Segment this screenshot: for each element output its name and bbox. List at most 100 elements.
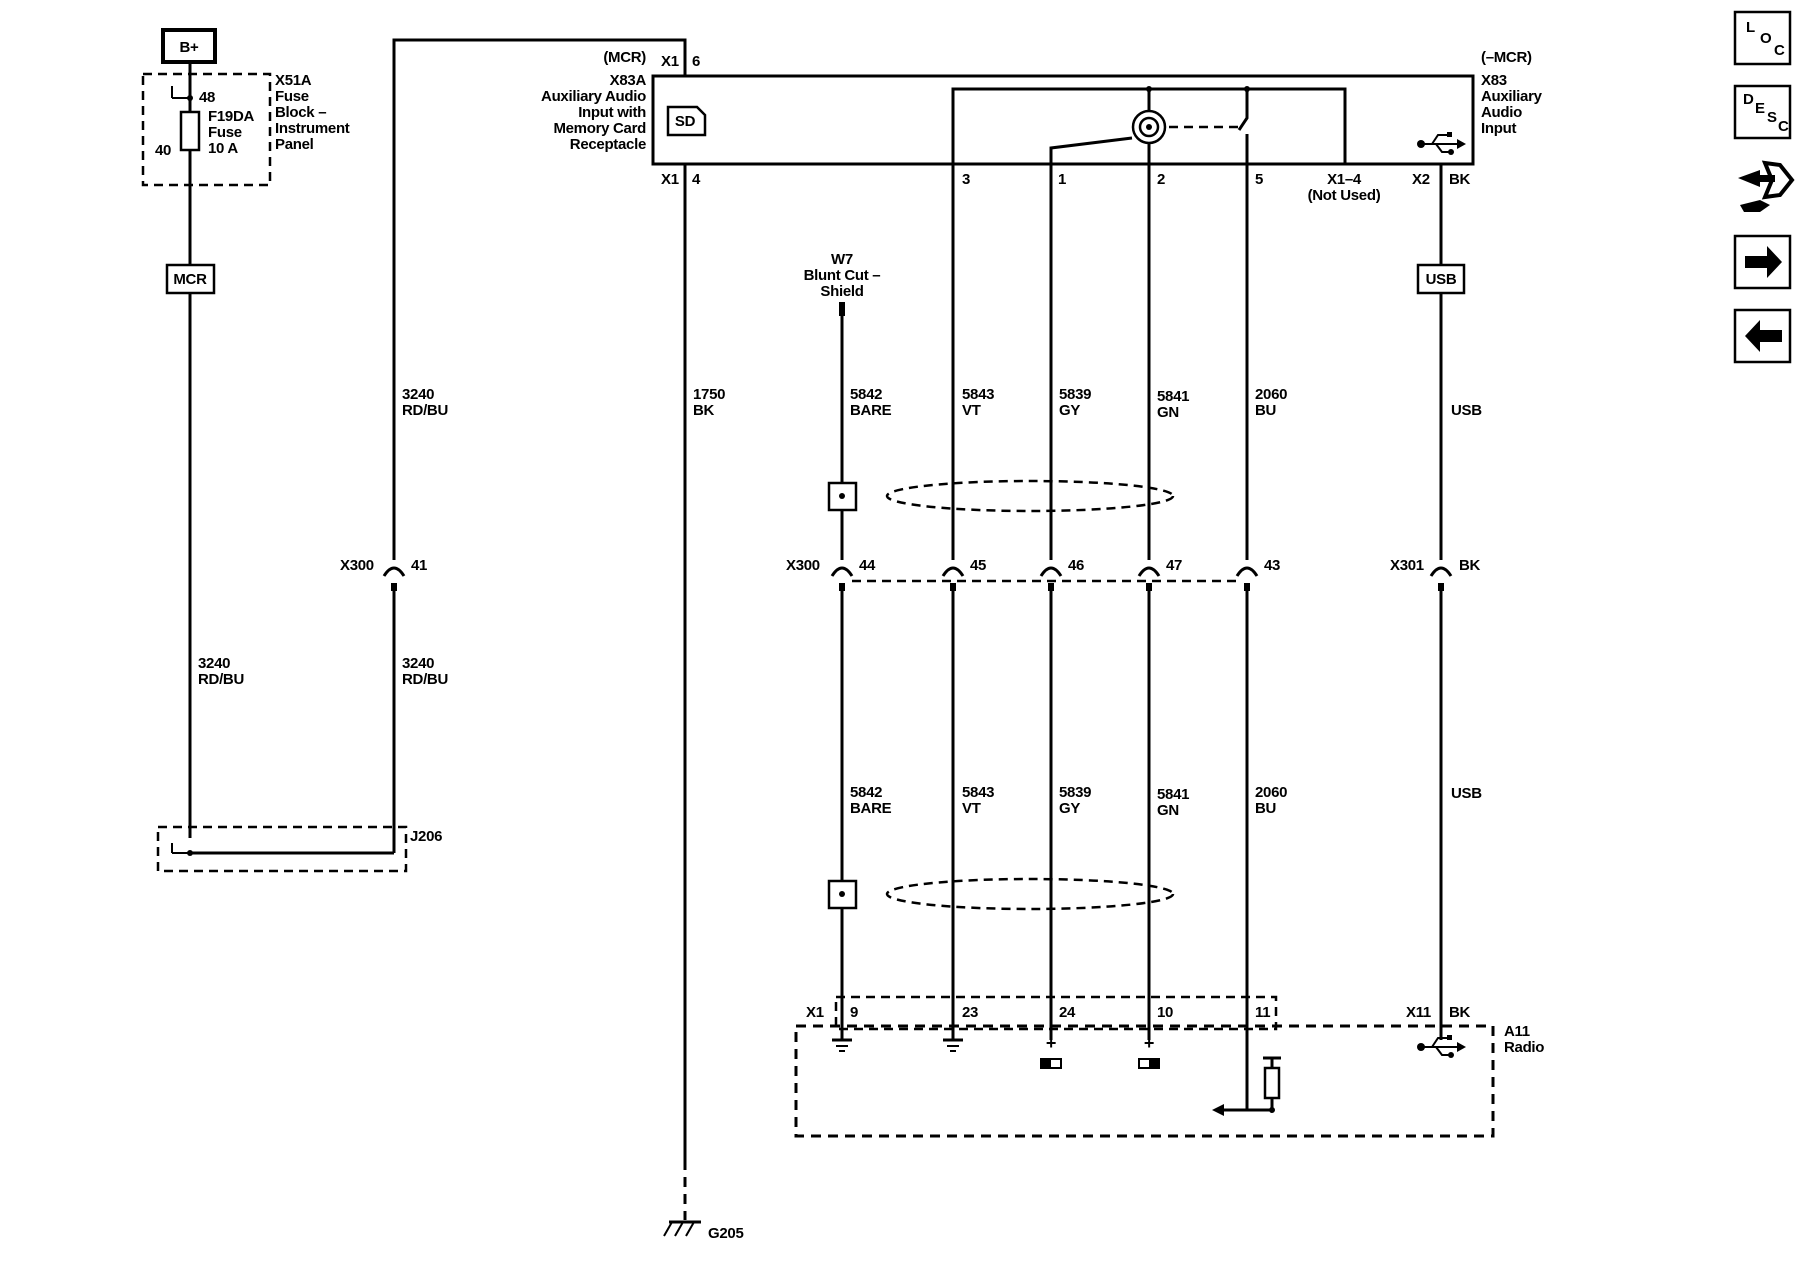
shield-w7: W7 Blunt Cut – Shield [804,251,881,316]
svg-text:Memory Card: Memory Card [553,120,646,137]
shield-ellipse-lower [827,877,1175,911]
connector-x301: X301 BK [1390,557,1481,591]
usb-wire-upper: USB [1451,402,1482,419]
svg-text:9: 9 [850,1004,858,1021]
svg-text:A11: A11 [1504,1023,1530,1040]
previous-page-button[interactable] [1733,308,1792,364]
svg-text:RD/BU: RD/BU [198,671,244,688]
svg-text:11: 11 [1255,1004,1270,1021]
svg-text:Fuse: Fuse [208,124,242,141]
svg-text:USB: USB [1426,271,1457,288]
x83-labels: (–MCR) X83 Auxiliary Audio Input 3 1 2 5… [962,49,1543,204]
svg-text:Block –: Block – [275,104,326,121]
svg-text:10 A: 10 A [208,140,238,157]
svg-text:+: + [1144,1033,1154,1053]
svg-text:C: C [1778,118,1789,135]
svg-text:1750: 1750 [693,386,725,403]
svg-text:VT: VT [962,800,981,817]
usb-icon-x83 [1417,132,1466,155]
svg-text:BK: BK [1449,1004,1471,1021]
usb-wire-lower: USB [1451,785,1482,802]
svg-text:23: 23 [962,1004,978,1021]
svg-text:3240: 3240 [198,655,230,672]
svg-text:F19DA: F19DA [208,108,254,125]
svg-text:GY: GY [1059,800,1080,817]
usb-option-tag: USB [1416,263,1466,295]
svg-text:J206: J206 [410,828,442,845]
svg-text:G205: G205 [708,1225,744,1242]
svg-text:X51A: X51A [275,72,312,89]
description-view-button[interactable]: D E S C [1733,84,1792,140]
svg-text:Instrument: Instrument [275,120,350,137]
x83-internal-circuit [951,86,1347,164]
svg-text:BARE: BARE [850,800,892,817]
svg-text:5: 5 [1255,171,1263,188]
svg-text:VT: VT [962,402,981,419]
svg-text:B+: B+ [180,39,200,56]
wire-3240-upper: 3240 RD/BU [402,386,448,419]
next-page-button[interactable] [1733,234,1792,290]
svg-text:Radio: Radio [1504,1039,1544,1056]
svg-text:Auxiliary: Auxiliary [1481,88,1543,105]
svg-text:Input with: Input with [578,104,646,121]
svg-text:Auxiliary Audio: Auxiliary Audio [541,88,646,105]
svg-text:GY: GY [1059,402,1080,419]
svg-text:+: + [1046,1033,1056,1053]
svg-text:W7: W7 [831,251,853,268]
arrow-right-icon [1745,246,1782,278]
svg-text:X300: X300 [340,557,374,574]
svg-text:BK: BK [1449,171,1471,188]
svg-text:4: 4 [692,171,701,188]
svg-text:RD/BU: RD/BU [402,402,448,419]
svg-text:40: 40 [155,142,171,159]
svg-text:1: 1 [1058,171,1066,188]
wire-3240-lower: 3240 RD/BU [402,655,448,688]
connector-x300-main: X300 44 45 46 47 43 [786,557,1280,591]
svg-text:44: 44 [859,557,876,574]
ground-g205: G205 [663,1220,744,1242]
svg-text:Audio: Audio [1481,104,1522,121]
svg-text:5841: 5841 [1157,786,1189,803]
fuse-block-x51a: X51A Fuse Block – Instrument Panel [141,72,350,187]
wire-labels-upper: 5842 BARE 5843 VT 5839 GY 5841 GN 2060 B… [850,386,1287,421]
location-view-button[interactable]: L O C [1733,10,1792,66]
connector-repair-button[interactable] [1735,158,1795,218]
connector-x300-pin41: X300 41 [340,557,427,591]
svg-text:X11: X11 [1406,1004,1431,1021]
svg-text:X1: X1 [661,171,679,188]
svg-text:45: 45 [970,557,986,574]
module-x83a-x83: (MCR) X1 6 X83A Auxiliary Audio Input wi… [541,49,1475,188]
svg-text:47: 47 [1166,557,1182,574]
svg-text:43: 43 [1264,557,1280,574]
svg-text:E: E [1755,100,1765,117]
mcr-option-tag-left: MCR [165,263,216,295]
audio-output-plus-icon-10: + [1138,1033,1160,1069]
svg-text:48: 48 [199,89,215,106]
svg-text:5843: 5843 [962,386,994,403]
radio-a11: A11 Radio X1 9 23 24 10 11 X11 BK [794,995,1545,1138]
svg-text:Shield: Shield [820,283,863,300]
svg-text:Fuse: Fuse [275,88,309,105]
audio-output-plus-icon-24: + [1040,1033,1062,1069]
svg-text:(MCR): (MCR) [603,49,646,66]
svg-text:2: 2 [1157,171,1165,188]
svg-text:X301: X301 [1390,557,1424,574]
svg-text:S: S [1767,109,1777,126]
svg-text:X1–4: X1–4 [1327,171,1362,188]
splice-j206: J206 [156,825,442,873]
svg-text:2060: 2060 [1255,386,1287,403]
wire-labels-lower: 5842 BARE 5843 VT 5839 GY 5841 GN 2060 B… [850,784,1287,819]
svg-text:5839: 5839 [1059,386,1091,403]
audio-jack-icon [1131,109,1167,145]
svg-text:C: C [1774,42,1785,59]
svg-text:GN: GN [1157,802,1179,819]
svg-text:BU: BU [1255,800,1276,817]
svg-text:24: 24 [1059,1004,1076,1021]
svg-text:(Not Used): (Not Used) [1308,187,1381,204]
svg-text:(–MCR): (–MCR) [1481,49,1532,66]
svg-text:L: L [1746,19,1755,36]
svg-text:SD: SD [675,113,696,130]
svg-text:46: 46 [1068,557,1084,574]
svg-text:Receptacle: Receptacle [570,136,646,153]
